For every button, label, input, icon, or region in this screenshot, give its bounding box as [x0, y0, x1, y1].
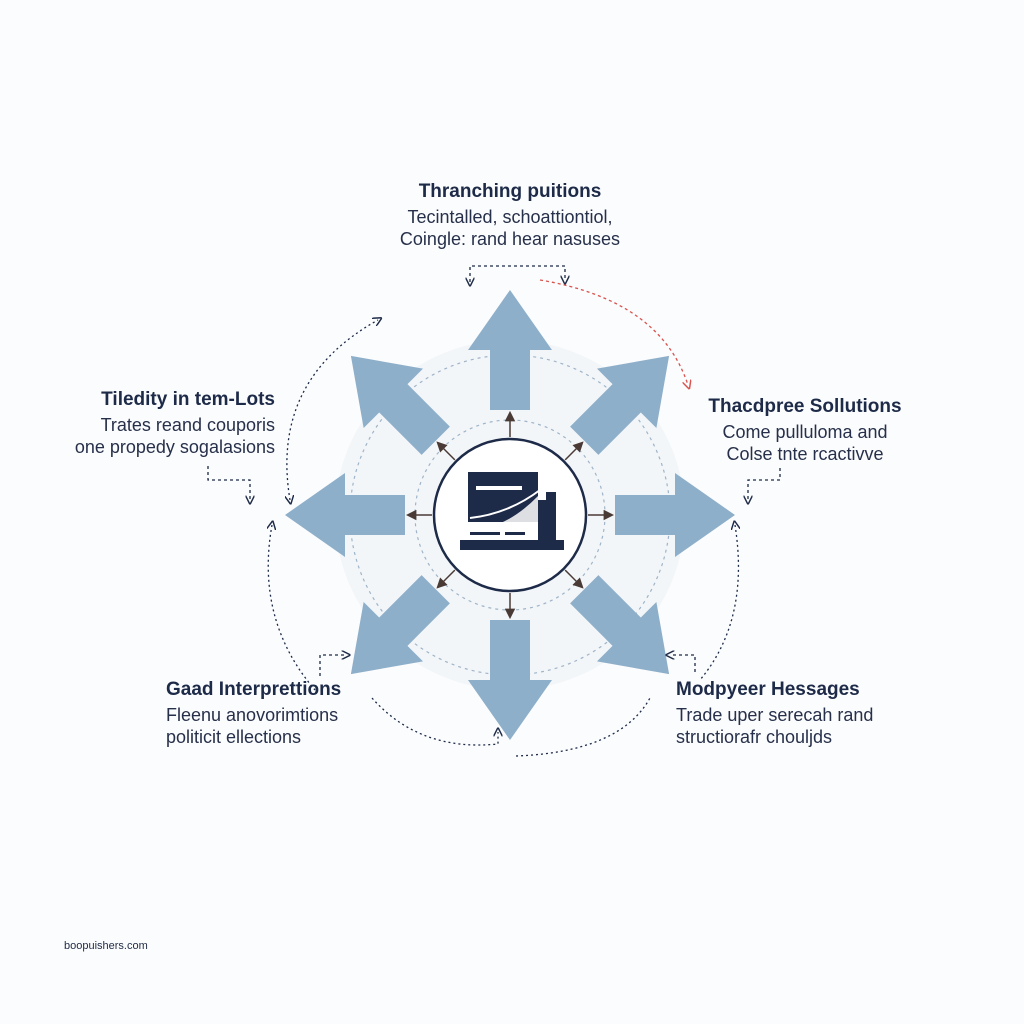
big-arrow-up: [468, 290, 552, 410]
label-left-title: Tiledity in tem-Lots: [101, 389, 275, 410]
dashed-connectors: [207, 265, 781, 757]
footer-website[interactable]: boopuishers.com: [64, 940, 148, 952]
label-bottom-right: Modpyeer Hessages Trade uper serecah ran…: [676, 678, 906, 749]
label-bottom-left-line-1: Fleenu anovorimtions: [166, 705, 339, 726]
label-right-line-2: Colse tnte rcactivve: [726, 444, 884, 465]
hub-arrow-up-left: [436, 441, 456, 461]
label-bottom-right-line-1: Trade uper serecah rand: [676, 705, 874, 726]
big-arrow-down-right: [570, 575, 670, 675]
label-left-line-1: Trates reand couporis: [100, 415, 275, 436]
laptop-chart-icon: [460, 472, 564, 550]
label-top-line-1: Tecintalled, schoattiontiol,: [407, 207, 613, 228]
label-bottom-left: Gaad Interprettions Fleenu anovorimtions…: [166, 678, 386, 749]
label-top-line-2: Coingle: rand hear nasuses: [399, 229, 621, 250]
label-left-line-2: one propedy sogalasions: [74, 437, 275, 458]
label-right-line-1: Come pulluloma and: [722, 422, 888, 443]
label-bottom-right-title: Modpyeer Hessages: [676, 679, 860, 700]
hub-arrow-down-right: [564, 569, 584, 589]
label-bottom-left-title: Gaad Interprettions: [166, 679, 342, 700]
hub-arrow-up-right: [564, 441, 584, 461]
hub-arrow-down-left: [436, 569, 456, 589]
label-top-title: Thranching puitions: [418, 181, 602, 202]
label-right-title: Thacdpree Sollutions: [708, 396, 902, 417]
label-top: Thranching puitions Tecintalled, schoatt…: [380, 180, 640, 251]
label-bottom-right-line-2: structiorafr chouljds: [676, 727, 833, 748]
big-arrow-down-left: [350, 575, 450, 675]
label-right: Thacdpree Sollutions Come pulluloma and …: [700, 395, 910, 466]
big-arrow-up-right: [570, 355, 670, 455]
label-left: Tiledity in tem-Lots Trates reand coupor…: [50, 388, 275, 459]
big-arrow-down: [468, 620, 552, 740]
big-arrow-right: [615, 473, 735, 557]
hub-connector-arrows: [405, 410, 615, 620]
label-bottom-left-line-2: politicit ellections: [166, 727, 302, 748]
